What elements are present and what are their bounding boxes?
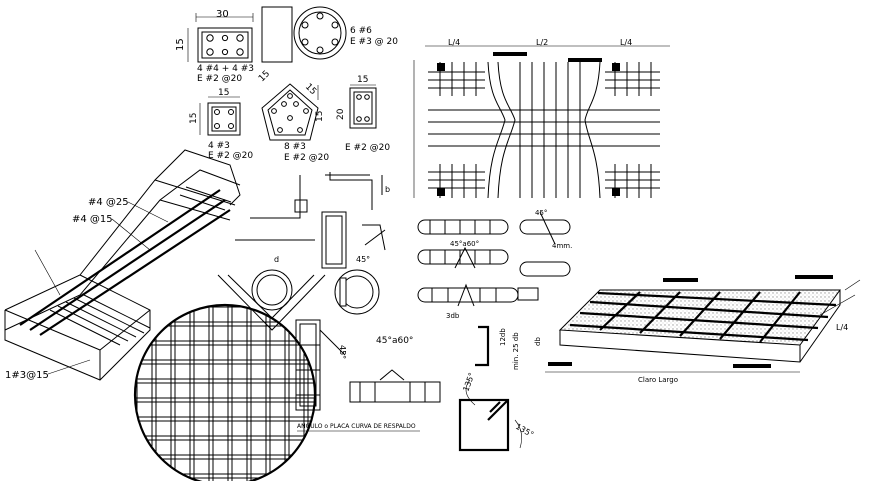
column-section-circular: 6 #6 E #3 @ 20	[293, 6, 398, 60]
slab-caption: Claro Largo	[638, 376, 678, 384]
column-spec-ties: E #2 @20	[197, 74, 242, 84]
letter-b: b	[385, 185, 390, 194]
slab-mesh	[569, 291, 837, 343]
bend-angle-label: 45°a60°	[376, 336, 413, 346]
letter-d: d	[274, 255, 279, 264]
splice-angle-a: 45°a60°	[450, 240, 479, 248]
circular-bars	[301, 12, 339, 54]
tall-spec-ties: E #2 @20	[345, 143, 390, 153]
splice-details: 45°a60° 4mm. 45° 3db	[417, 209, 572, 320]
dim-15-s: 15	[303, 82, 318, 97]
dim-15-left: 15	[175, 38, 186, 51]
column-section-square: 15 15 4 #3 E #2 @20	[189, 88, 253, 161]
dim-15-u: 15	[357, 75, 368, 85]
splice-mm: 4mm.	[552, 242, 572, 250]
footing-l4-a: L/4	[448, 38, 460, 47]
square-spec-ties: E #2 @20	[208, 151, 253, 161]
dim-15-r: 15	[257, 69, 272, 84]
dim-30: 30	[216, 9, 229, 20]
hook-135-a: 135°	[461, 371, 476, 392]
circular-mesh-detail	[133, 303, 317, 481]
plate-caption: ANGULO o PLACA CURVA DE RESPALDO	[297, 423, 416, 430]
footing-l4-b: L/4	[620, 38, 632, 47]
min-len-25db: min. 25 db	[512, 332, 520, 370]
slab-db: db	[534, 337, 542, 346]
square-spec-bars: 4 #3	[208, 141, 230, 151]
dim-15-p: 15	[218, 88, 229, 98]
anchor-plate-detail: 45° ANGULO o PLACA CURVA DE RESPALDO	[295, 319, 441, 432]
splice-row-2	[417, 246, 571, 277]
bend-detail: 45°a60° 12db min. 25 db	[376, 325, 520, 370]
slab-isometric: Claro Largo L/4 db	[534, 275, 861, 384]
circular-spec-ties: E #3 @ 20	[350, 37, 398, 47]
dim-15-q: 15	[189, 113, 199, 124]
splice-row-3: 3db	[417, 283, 539, 320]
column-section-rect: 30 15 4 #4 + 4 #3 E #2 @20	[175, 6, 293, 84]
stair-isometric: #4 @25 #4 @15 1#3@15	[4, 149, 241, 381]
splice-row-1: 45°a60° 4mm. 45°	[417, 209, 572, 250]
pentagon-spec-ties: E #2 @20	[284, 153, 329, 163]
splice-3db: 3db	[446, 312, 460, 320]
column-section-tall: 15 20 E #2 @20	[336, 75, 390, 153]
footing-l2: L/2	[536, 38, 548, 47]
column-spec-bars: 4 #4 + 4 #3	[197, 64, 254, 74]
circular-spec-bars: 6 #6	[350, 26, 372, 36]
pentagon-spec-bars: 8 #3	[284, 142, 306, 152]
stair-top-bars: #4 @25	[88, 197, 129, 208]
stair-mid-bars: #4 @15	[72, 214, 113, 225]
hook-details: 45° d b	[217, 172, 390, 331]
angle-45-a: 45°	[356, 255, 370, 264]
slab-l4: L/4	[836, 323, 848, 332]
plate-angle-45: 45°	[338, 345, 347, 359]
footing-plan: L/4 L/2 L/4	[413, 38, 670, 199]
stair-bottom-bars: 1#3@15	[5, 370, 49, 381]
min-len-12db: 12db	[499, 328, 507, 346]
hook-135-b: 135°	[514, 422, 535, 439]
stair-bars	[19, 186, 232, 346]
column-bars	[206, 34, 244, 56]
dim-15-t: 15	[315, 111, 325, 122]
dim-20: 20	[336, 108, 346, 120]
column-section-pentagon: 15 15 15 8 #3 E #2 @20	[257, 69, 329, 163]
splice-angle-45: 45°	[535, 209, 547, 217]
stirrup-hook-detail: 135° 135°	[458, 371, 535, 452]
